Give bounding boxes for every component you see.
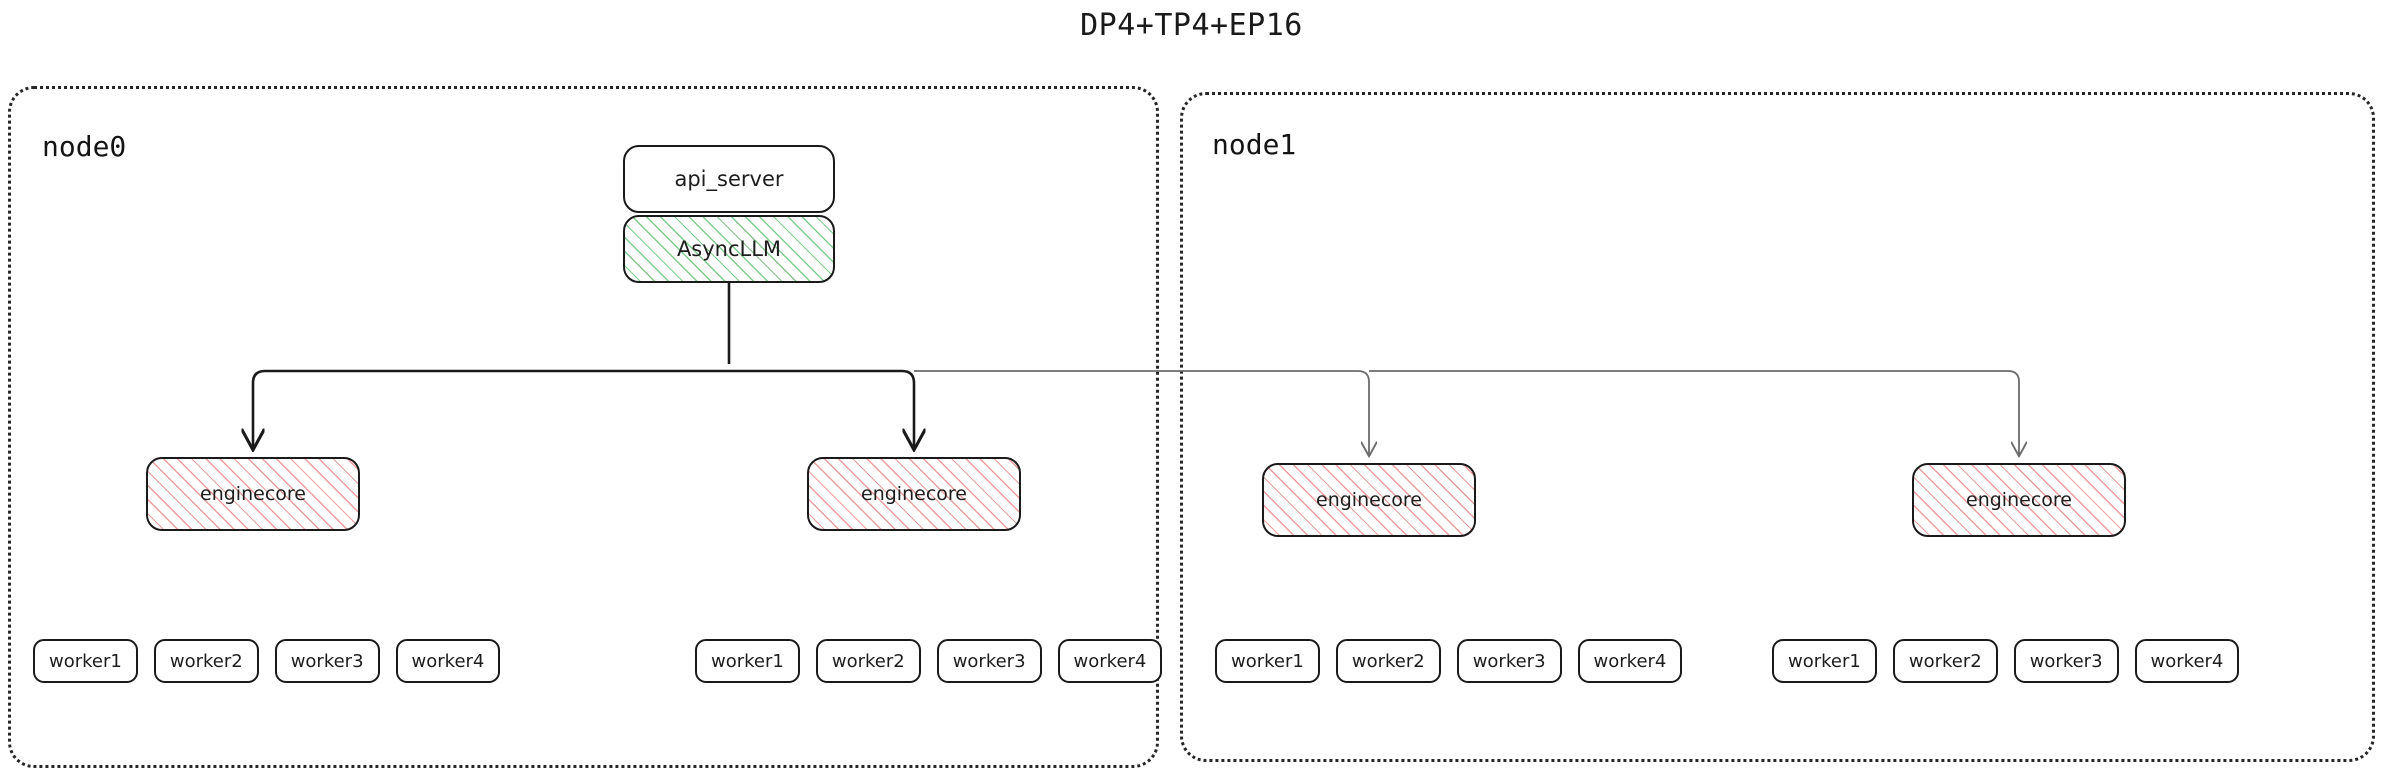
worker-box[interactable]: worker3 (274, 639, 380, 683)
node-label-node0: node0 (42, 130, 127, 163)
worker-group: worker1 worker2 worker3 worker4 (695, 639, 1163, 683)
enginecore-box[interactable]: enginecore (146, 457, 360, 531)
worker-group: worker1 worker2 worker3 worker4 (1772, 639, 2240, 683)
worker-box[interactable]: worker2 (815, 639, 921, 683)
worker-box[interactable]: worker4 (2134, 639, 2240, 683)
worker-box[interactable]: worker1 (695, 639, 800, 683)
api-server-box[interactable]: api_server (623, 145, 835, 213)
worker-box[interactable]: worker3 (2013, 639, 2119, 683)
enginecore-box[interactable]: enginecore (1912, 463, 2126, 537)
worker-group: worker1 worker2 worker3 worker4 (33, 639, 501, 683)
worker-box[interactable]: worker1 (1772, 639, 1877, 683)
worker-box[interactable]: worker4 (1577, 639, 1683, 683)
worker-box[interactable]: worker2 (1892, 639, 1998, 683)
worker-box[interactable]: worker2 (1335, 639, 1441, 683)
worker-box[interactable]: worker1 (33, 639, 138, 683)
enginecore-box[interactable]: enginecore (1262, 463, 1476, 537)
worker-box[interactable]: worker4 (395, 639, 501, 683)
worker-box[interactable]: worker3 (1456, 639, 1562, 683)
worker-group: worker1 worker2 worker3 worker4 (1215, 639, 1683, 683)
asyncllm-box[interactable]: AsyncLLM (623, 215, 835, 283)
worker-box[interactable]: worker2 (153, 639, 259, 683)
worker-box[interactable]: worker1 (1215, 639, 1320, 683)
page-title: DP4+TP4+EP16 (1080, 8, 1303, 43)
worker-box[interactable]: worker4 (1057, 639, 1163, 683)
enginecore-box[interactable]: enginecore (807, 457, 1021, 531)
node-label-node1: node1 (1212, 128, 1297, 161)
worker-box[interactable]: worker3 (936, 639, 1042, 683)
